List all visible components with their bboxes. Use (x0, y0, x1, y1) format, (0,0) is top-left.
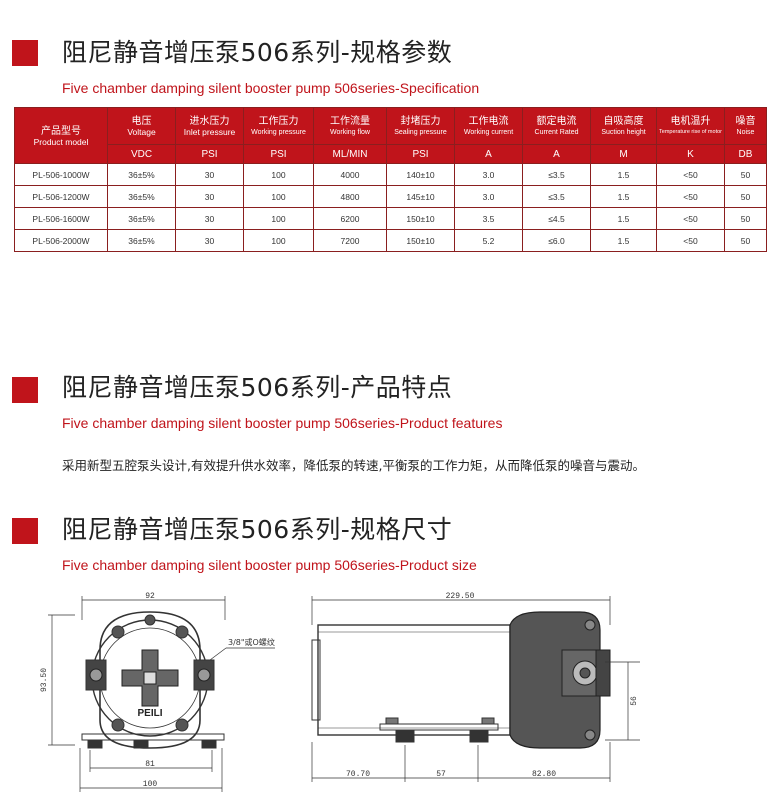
dim-front-height: 93.50 (40, 668, 49, 692)
front-view (48, 596, 275, 792)
table-cell: PL-506-1600W (14, 207, 108, 230)
dim-side-total: 229.50 (446, 592, 475, 601)
table-cell: ≤6.0 (522, 229, 591, 252)
table-cell: 30 (175, 229, 244, 252)
table-cell: 30 (175, 163, 244, 186)
table-cell: 50 (724, 185, 767, 208)
table-cell: <50 (656, 229, 725, 252)
table-cell: 30 (175, 207, 244, 230)
section-title-spec: 阻尼静音增压泵506系列-规格参数 (62, 38, 453, 67)
dim-side-b: 57 (436, 770, 446, 779)
section-marker (12, 518, 38, 544)
unit-sealing-pressure: PSI (386, 144, 455, 164)
table-cell: ≤4.5 (522, 207, 591, 230)
table-cell: 150±10 (386, 229, 455, 252)
table-cell: 100 (243, 229, 314, 252)
unit-inlet-pressure: PSI (175, 144, 244, 164)
table-cell: PL-506-1000W (14, 163, 108, 186)
table-cell: 50 (724, 207, 767, 230)
table-cell: 30 (175, 185, 244, 208)
table-cell: 1.5 (590, 163, 657, 186)
section-marker (12, 40, 38, 66)
section-subtitle-spec: Five chamber damping silent booster pump… (62, 80, 480, 96)
table-cell: ≤3.5 (522, 185, 591, 208)
table-cell: 1.5 (590, 229, 657, 252)
table-cell: 36±5% (107, 207, 176, 230)
table-cell: 150±10 (386, 207, 455, 230)
dim-side-height: 56 (630, 696, 639, 706)
table-cell: 1.5 (590, 185, 657, 208)
section-title-features: 阻尼静音增压泵506系列-产品特点 (62, 373, 453, 402)
unit-voltage: VDC (107, 144, 176, 164)
table-cell: 140±10 (386, 163, 455, 186)
logo-text: PEILI (137, 708, 162, 719)
section-subtitle-size: Five chamber damping silent booster pump… (62, 557, 477, 573)
table-cell: 1.5 (590, 207, 657, 230)
dimension-drawing: 92 PEILI 3/8"或O螺纹 93.50 81 100 (40, 592, 640, 792)
table-cell: 100 (243, 185, 314, 208)
section-marker (12, 377, 38, 403)
table-cell: 3.0 (454, 163, 523, 186)
dim-front-bottom-2: 100 (143, 780, 158, 789)
port-note: 3/8"或O螺纹 (228, 637, 275, 647)
table-cell: 4800 (313, 185, 387, 208)
section-title-size: 阻尼静音增压泵506系列-规格尺寸 (62, 515, 453, 544)
table-cell: ≤3.5 (522, 163, 591, 186)
table-cell: 36±5% (107, 185, 176, 208)
dim-front-width: 92 (145, 592, 155, 601)
table-cell: <50 (656, 185, 725, 208)
features-description: 采用新型五腔泵头设计,有效提升供水效率，降低泵的转速,平衡泵的工作力矩，从而降低… (62, 458, 645, 473)
table-cell: 5.2 (454, 229, 523, 252)
table-cell: <50 (656, 163, 725, 186)
table-cell: 3.5 (454, 207, 523, 230)
table-cell: 36±5% (107, 229, 176, 252)
side-view (311, 596, 640, 782)
table-cell: PL-506-2000W (14, 229, 108, 252)
unit-working-current: A (454, 144, 523, 164)
unit-working-pressure: PSI (243, 144, 314, 164)
table-cell: 3.0 (454, 185, 523, 208)
table-cell: 7200 (313, 229, 387, 252)
table-cell: <50 (656, 207, 725, 230)
dim-side-c: 82.80 (532, 770, 556, 779)
table-cell: 145±10 (386, 185, 455, 208)
table-cell: 100 (243, 163, 314, 186)
table-cell: 50 (724, 229, 767, 252)
table-cell: 100 (243, 207, 314, 230)
table-cell: 36±5% (107, 163, 176, 186)
table-cell: PL-506-1200W (14, 185, 108, 208)
table-cell: 4000 (313, 163, 387, 186)
unit-current-rated: A (522, 144, 591, 164)
header-product-model: 产品型号 Product model (14, 107, 108, 164)
dim-side-a: 70.70 (346, 770, 370, 779)
unit-suction-height: M (590, 144, 657, 164)
unit-noise: DB (724, 144, 767, 164)
section-subtitle-features: Five chamber damping silent booster pump… (62, 415, 503, 431)
dim-front-bottom-1: 81 (145, 760, 155, 769)
unit-working-flow: ML/MIN (313, 144, 387, 164)
unit-temperature-rise: K (656, 144, 725, 164)
table-cell: 50 (724, 163, 767, 186)
table-cell: 6200 (313, 207, 387, 230)
